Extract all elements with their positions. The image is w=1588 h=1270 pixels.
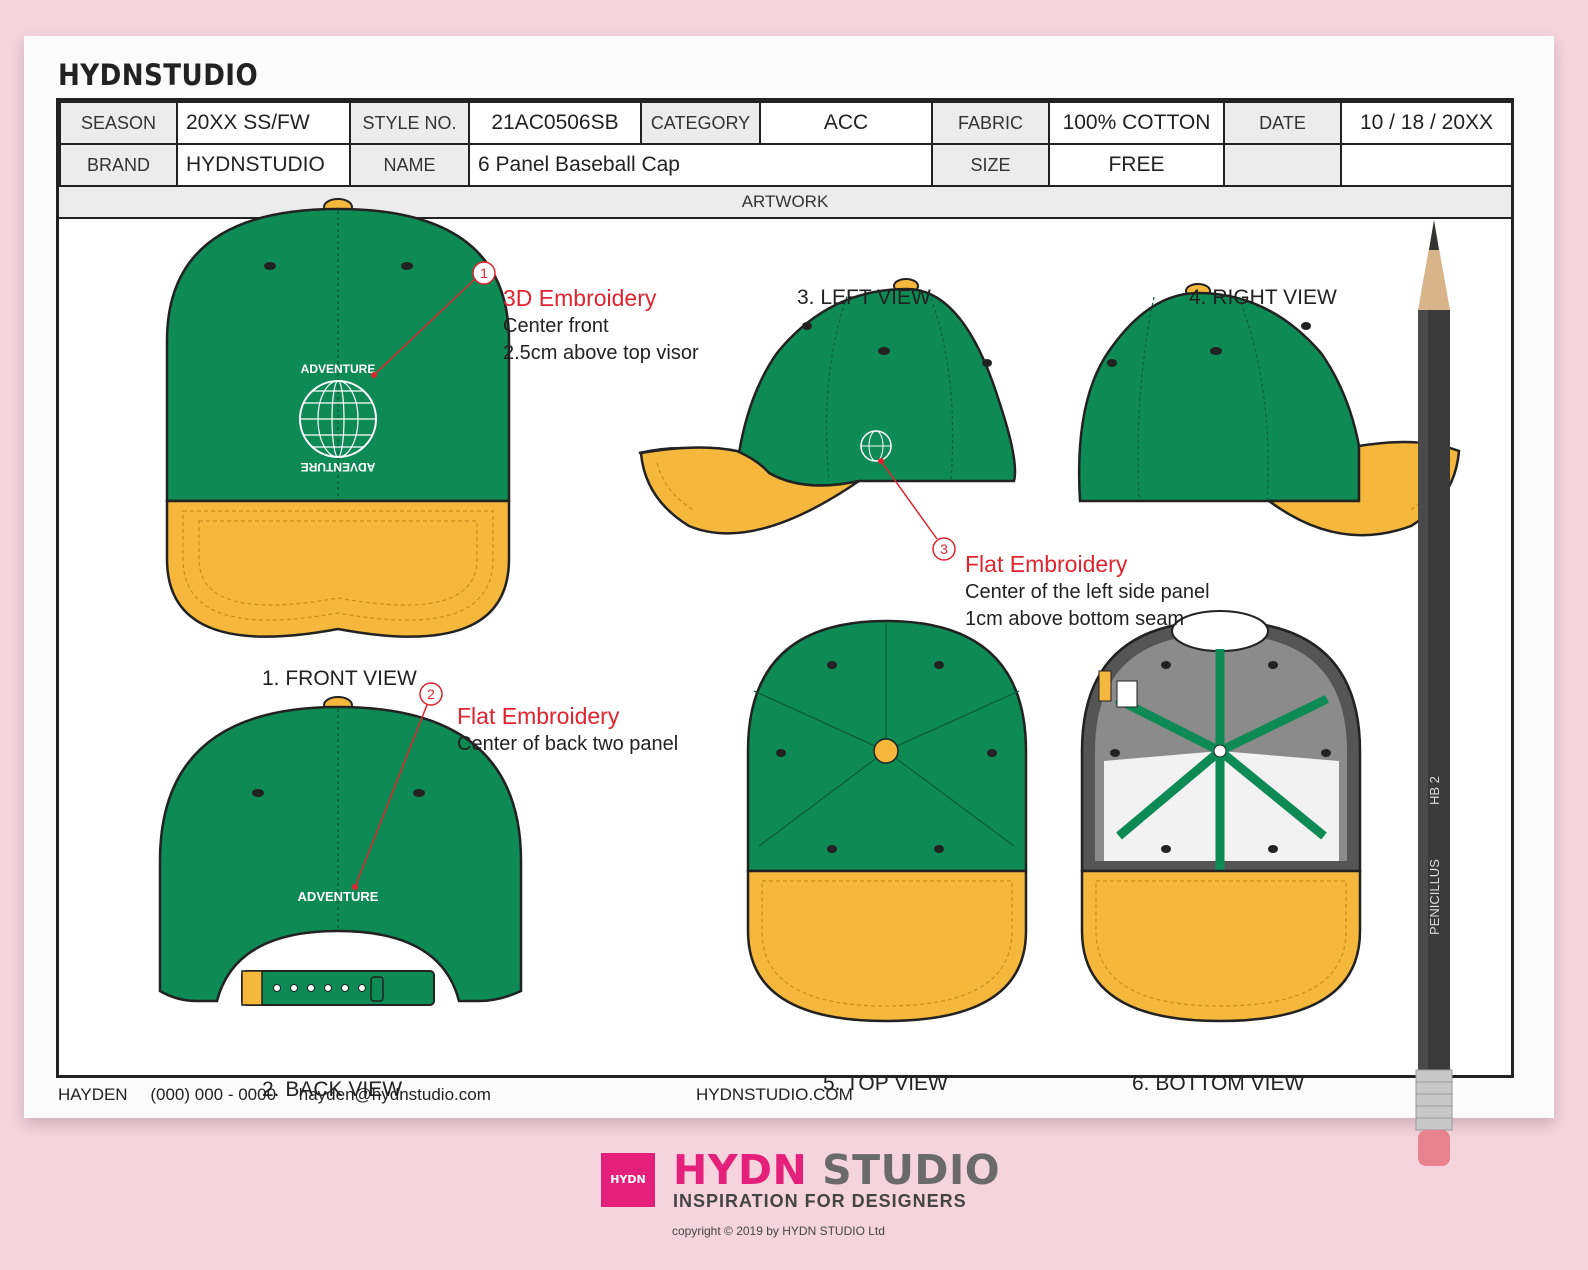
tech-pack-sheet: HYDNSTUDIO SEASON 20XX SS/FW STYLE NO. 2… <box>24 36 1554 1118</box>
bottom-view-label: 6. BOTTOM VIEW <box>1132 1072 1305 1095</box>
empty-value <box>1340 143 1513 187</box>
footer-phone: (000) 000 - 0000 <box>150 1085 277 1104</box>
sheet-footer: HAYDEN (000) 000 - 0000 hayden@hydnstudi… <box>58 1085 509 1105</box>
empty-label <box>1223 143 1342 187</box>
callout-3-line1: Center of the left side panel <box>965 581 1210 603</box>
category-value: ACC <box>759 101 933 145</box>
callout-3-number: 3 <box>940 541 948 557</box>
left-globe-embroidery <box>860 430 892 462</box>
spec-table: SEASON 20XX SS/FW STYLE NO. 21AC0506SB C… <box>59 101 1513 187</box>
logo-tagline: INSPIRATION FOR DESIGNERS <box>673 1191 967 1211</box>
callout-3-title: Flat Embroidery <box>965 551 1128 577</box>
bottom-view-cap <box>1080 610 1362 1023</box>
front-view-cap: ADVENTURE ADVENTURE 1 <box>165 198 511 638</box>
front-globe-embroidery: ADVENTURE ADVENTURE <box>299 362 377 474</box>
logo-word-hydn: HYDN <box>673 1146 808 1194</box>
callout-2-number: 2 <box>427 686 435 702</box>
right-view-label: 4. RIGHT VIEW <box>1189 286 1337 309</box>
front-embroidery-text-inverted: ADVENTURE <box>301 460 376 474</box>
footer-website: HYDNSTUDIO.COM <box>696 1085 853 1104</box>
season-value: 20XX SS/FW <box>176 101 351 145</box>
style-value: 21AC0506SB <box>468 101 642 145</box>
callout-1-line2: 2.5cm above top visor <box>503 342 699 364</box>
logo-word-studio: STUDIO <box>822 1146 1001 1194</box>
copyright-text: copyright © 2019 by HYDN STUDIO Ltd <box>672 1224 885 1238</box>
back-view-label: 2. BACK VIEW <box>262 1078 403 1101</box>
brand-value: HYDNSTUDIO <box>176 143 351 187</box>
spec-frame: SEASON 20XX SS/FW STYLE NO. 21AC0506SB C… <box>56 98 1514 1101</box>
callout-2-title: Flat Embroidery <box>457 703 620 729</box>
callout-3-text: Center of the left side panel 1cm above … <box>965 579 1210 633</box>
hydn-logo-mark: HYDN <box>601 1153 655 1207</box>
category-label: CATEGORY <box>640 101 761 145</box>
pencil-brand-text: PENICILLUS <box>1427 859 1442 935</box>
brand-label: BRAND <box>59 143 178 187</box>
front-embroidery-text: ADVENTURE <box>301 362 376 376</box>
callout-1-text: Center front 2.5cm above top visor <box>503 313 699 367</box>
right-view-cap <box>1077 283 1461 537</box>
sheet-brand-header: HYDNSTUDIO <box>58 58 259 92</box>
season-label: SEASON <box>59 101 178 145</box>
hydn-logo-wordmark: HYDN STUDIO <box>673 1146 1000 1194</box>
artwork-drawings: ADVENTURE ADVENTURE 1 ADVENTURE <box>158 198 1461 1023</box>
spec-row-1: SEASON 20XX SS/FW STYLE NO. 21AC0506SB C… <box>59 101 1513 145</box>
callout-1-line1: Center front <box>503 315 609 337</box>
callout-1-number: 1 <box>480 265 488 281</box>
name-value: 6 Panel Baseball Cap <box>468 143 933 187</box>
left-view-label: 3. LEFT VIEW <box>797 286 931 309</box>
fabric-label: FABRIC <box>931 101 1050 145</box>
back-embroidery-text: ADVENTURE <box>298 889 379 904</box>
footer-name: HAYDEN <box>58 1085 128 1104</box>
spec-row-2: BRAND HYDNSTUDIO NAME 6 Panel Baseball C… <box>59 143 1513 187</box>
top-view-cap <box>746 619 1028 1023</box>
date-value: 10 / 18 / 20XX <box>1340 101 1513 145</box>
size-value: FREE <box>1048 143 1225 187</box>
style-label: STYLE NO. <box>349 101 470 145</box>
pencil-grade-text: HB 2 <box>1427 776 1442 805</box>
top-view-label: 5. TOP VIEW <box>823 1072 948 1095</box>
pencil: PENICILLUS HB 2 <box>1415 220 1453 1166</box>
callout-3-line2: 1cm above bottom seam <box>965 608 1184 630</box>
callout-2-line1: Center of back two panel <box>457 733 679 755</box>
size-label: SIZE <box>931 143 1050 187</box>
back-view-cap: ADVENTURE 2 <box>158 682 523 1006</box>
callout-2-text: Center of back two panel <box>457 731 678 758</box>
footer-email: hayden@hydnstudio.com <box>298 1085 491 1104</box>
fabric-value: 100% COTTON <box>1048 101 1225 145</box>
date-label: DATE <box>1223 101 1342 145</box>
front-view-label: 1. FRONT VIEW <box>262 667 417 690</box>
left-view-cap: 3 <box>638 278 1017 561</box>
callout-1-title: 3D Embroidery <box>503 285 657 311</box>
name-label: NAME <box>349 143 470 187</box>
